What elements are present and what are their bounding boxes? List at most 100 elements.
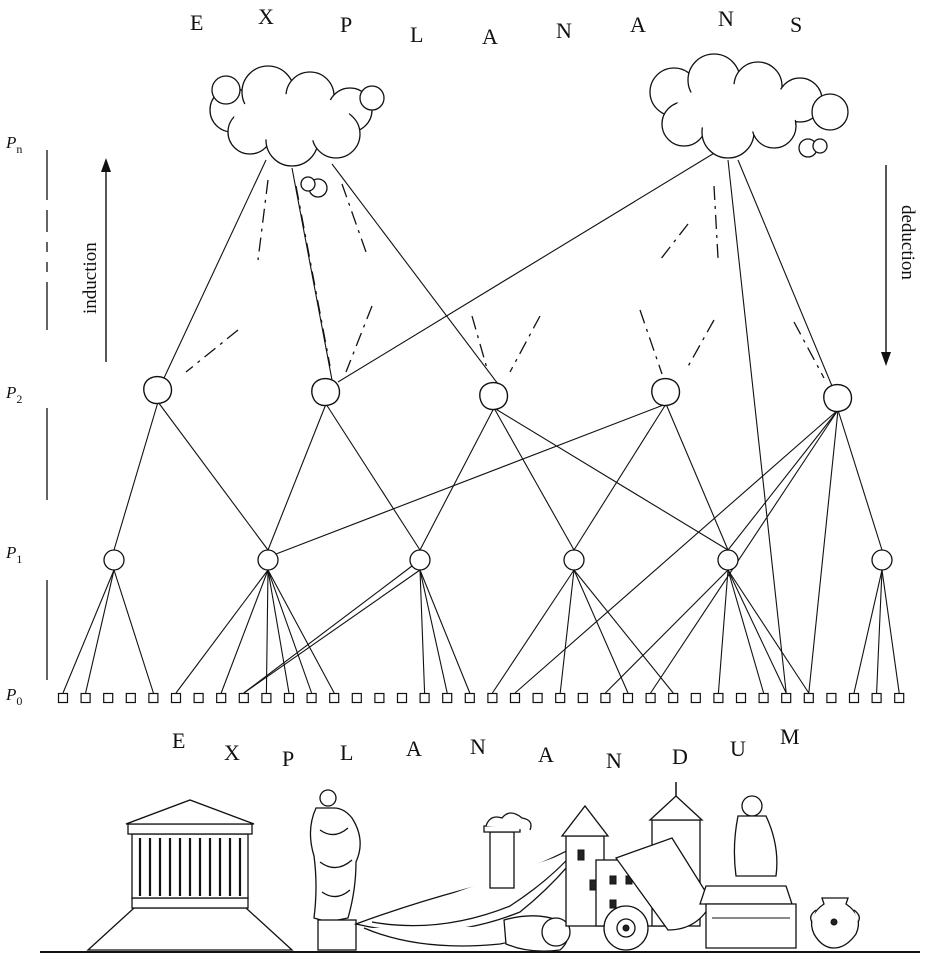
induction-label: induction [80, 242, 101, 314]
connection-line [346, 306, 372, 372]
connection-line [332, 164, 498, 384]
observation-node [578, 694, 587, 703]
connection-line [244, 570, 420, 693]
connection-line [176, 570, 268, 693]
observation-node [488, 694, 497, 703]
arrow-down-icon [881, 352, 891, 366]
connection-line [342, 184, 366, 252]
observation-node [465, 694, 474, 703]
explanandum-letter: E [172, 728, 185, 753]
observation-node [646, 694, 655, 703]
connection-line [296, 186, 330, 366]
explanans-letter: E [190, 10, 203, 35]
connection-line [221, 570, 268, 693]
explanans-heading: E X P L A N A N S [190, 4, 802, 49]
connection-line [686, 320, 714, 370]
observation-node [126, 694, 135, 703]
connection-line [510, 316, 540, 372]
observation-node [330, 694, 339, 703]
connection-line [63, 570, 114, 693]
connection-line [268, 570, 312, 693]
explanans-letter: S [790, 12, 802, 37]
connection-line [268, 570, 334, 693]
explanandum-letter: D [672, 744, 688, 769]
explanandum-letter: A [406, 736, 422, 761]
observation-node [601, 694, 610, 703]
observation-node [239, 694, 248, 703]
connection-line [268, 404, 326, 550]
connection-line [574, 570, 628, 693]
observation-node [285, 694, 294, 703]
hypothesis-node [652, 379, 680, 406]
observation-node [81, 694, 90, 703]
explanans-letter: N [718, 6, 734, 31]
induction-arrow: induction [80, 158, 111, 362]
p1-nodes [104, 550, 892, 570]
observation-node [59, 694, 68, 703]
connection-line [276, 404, 666, 554]
connection-line [338, 152, 716, 382]
edges [63, 152, 899, 693]
deduction-label: deduction [897, 205, 918, 280]
observation-node [850, 694, 859, 703]
observation-node [691, 694, 700, 703]
generalization-node [564, 550, 584, 570]
p0-nodes [59, 694, 904, 703]
vase-icon [811, 898, 860, 948]
explanans-letter: A [630, 12, 646, 37]
observation-node [443, 694, 452, 703]
level-label-p2: P2 [5, 383, 22, 406]
observation-node [895, 694, 904, 703]
observation-node [556, 694, 565, 703]
explanans-letter: X [258, 4, 274, 29]
connection-line [809, 410, 838, 693]
connection-line [728, 410, 838, 550]
illustration-strip [40, 782, 920, 952]
fallen-head-icon [504, 916, 570, 951]
explanans-letter: L [410, 22, 423, 47]
level-label-pn: Pn [5, 133, 22, 156]
connection-line [882, 570, 899, 693]
generalization-node [718, 550, 738, 570]
connection-line [666, 404, 728, 550]
connection-line [660, 224, 688, 260]
observation-node [714, 694, 723, 703]
connection-line [420, 570, 470, 693]
connection-line [640, 310, 662, 374]
connection-line [420, 408, 494, 550]
explanandum-letter: U [730, 736, 746, 761]
connection-line [186, 330, 238, 372]
observation-node [827, 694, 836, 703]
deduction-arrow: deduction [881, 165, 918, 366]
connection-line [714, 186, 718, 258]
observation-node [759, 694, 768, 703]
connection-line [326, 404, 420, 550]
explanandum-letter: P [282, 746, 294, 771]
explanans-letter: N [556, 18, 572, 43]
connection-line [494, 408, 574, 550]
connection-line [114, 402, 158, 550]
arrow-up-icon [101, 158, 111, 172]
connection-line [515, 410, 838, 693]
explanans-letter: P [340, 12, 352, 37]
hypothesis-node [824, 385, 852, 412]
statue-icon [310, 790, 360, 950]
observation-node [172, 694, 181, 703]
cloud-left-icon [210, 66, 384, 197]
observation-node [375, 694, 384, 703]
generalization-node [872, 550, 892, 570]
observation-node [420, 694, 429, 703]
explanandum-heading: E X P L A N A N D U M [172, 724, 800, 773]
seated-figure-icon [700, 796, 796, 948]
observation-node [104, 694, 113, 703]
connection-line [164, 160, 266, 378]
connection-line [258, 180, 268, 260]
observation-node [194, 694, 203, 703]
connection-line [651, 410, 838, 693]
connection-line [728, 570, 786, 693]
explanandum-letter: N [606, 748, 622, 773]
observation-node [737, 694, 746, 703]
connection-line [244, 566, 412, 693]
